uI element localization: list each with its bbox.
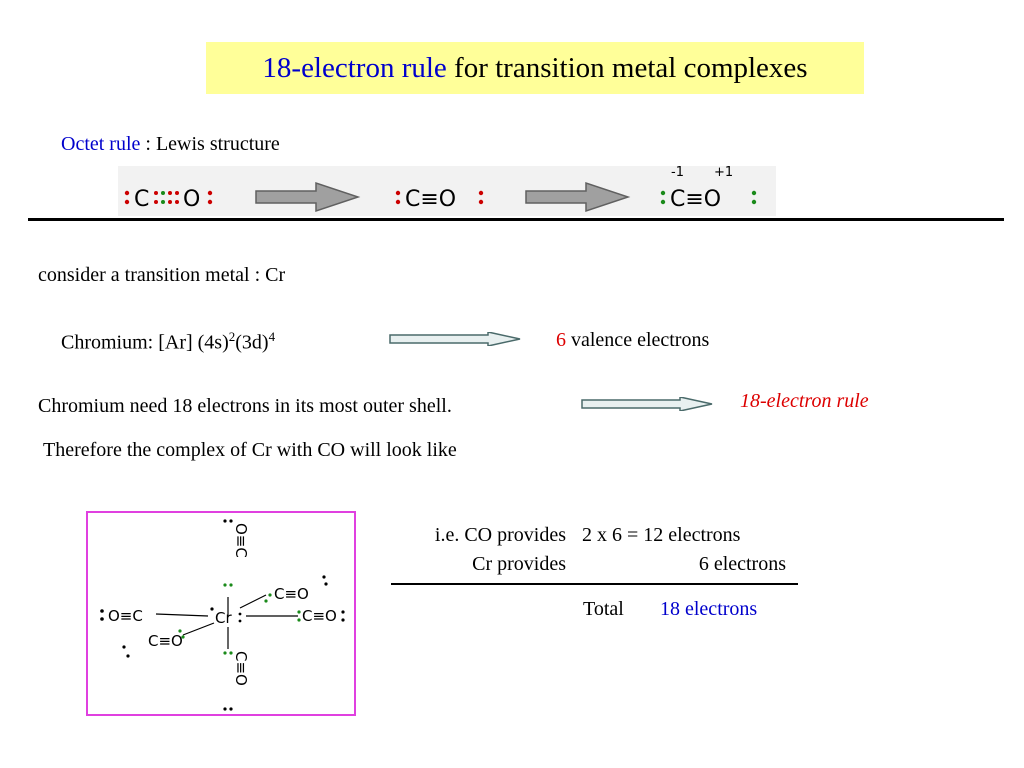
lewis-structure-strip: C O C≡O -1 +1 C≡O: [118, 165, 776, 216]
therefore-text: Therefore the complex of Cr with CO will…: [43, 439, 457, 461]
consider-text: consider a transition metal : Cr: [38, 264, 286, 286]
svg-text:C≡O: C≡O: [232, 651, 250, 686]
config-prefix: Chromium: [Ar] (4s): [61, 331, 229, 354]
lewis-structure-1: C O: [124, 187, 213, 212]
total-label: Total: [583, 598, 624, 620]
rule-label: 18-electron rule: [740, 390, 869, 412]
cr-provides-value: 6 electrons: [698, 553, 786, 575]
valence-electrons: 6 valence electrons: [556, 329, 709, 352]
slide-title: 18-electron rule for transition metal co…: [206, 42, 864, 94]
lewis-structure-diagram: C O C≡O -1 +1 C≡O: [118, 165, 776, 216]
ligand-top: O≡C: [232, 523, 250, 558]
config-mid: (3d): [235, 331, 269, 354]
arrow-right-icon: [581, 397, 713, 411]
svg-text:O≡C: O≡C: [232, 523, 250, 558]
metal-center: Cr: [215, 609, 232, 627]
arrow-right-icon: [389, 332, 521, 346]
ligand-left: O≡C: [108, 607, 143, 625]
octet-rule-line: Octet rule : Lewis structure: [61, 133, 280, 156]
title-rest: for transition metal complexes: [446, 52, 808, 84]
title-highlight: 18-electron rule: [262, 52, 447, 84]
formal-charge-carbon: -1: [671, 166, 684, 180]
lewis-3-co: C≡O: [670, 187, 721, 212]
chromium-configuration: Chromium: [Ar] (4s)2(3d)4: [61, 329, 275, 355]
cr-provides-label: Cr provides: [472, 553, 566, 575]
lewis-structure-3: -1 +1 C≡O: [660, 165, 757, 212]
cr-co6-structure-box: O≡C C≡O O≡C Cr C≡O C≡O C≡O: [86, 511, 356, 716]
co-provides-label: i.e. CO provides: [434, 524, 566, 546]
octet-rule-label: Octet rule: [61, 133, 141, 155]
config-sup-3d: 4: [268, 329, 276, 344]
valence-number: 6: [556, 329, 566, 351]
config-sup-4s: 2: [228, 329, 236, 344]
ligand-right: C≡O: [302, 607, 337, 625]
lewis-arrow-2: [525, 181, 631, 213]
valence-text: valence electrons: [566, 329, 710, 351]
section-divider: [28, 218, 1004, 221]
sum-line: [391, 583, 798, 585]
lewis-structure-2: C≡O: [395, 187, 484, 212]
total-value: 18 electrons: [660, 598, 758, 620]
octet-rule-rest: : Lewis structure: [140, 133, 280, 155]
ligand-lower-left: C≡O: [148, 632, 183, 650]
cr-co6-diagram: O≡C C≡O O≡C Cr C≡O C≡O C≡O: [100, 519, 345, 711]
ligand-bottom: C≡O: [232, 651, 250, 686]
need-18-text: Chromium need 18 electrons in its most o…: [38, 395, 452, 417]
co-provides-value: 2 x 6 = 12 electrons: [582, 524, 741, 546]
lewis-2-co: C≡O: [405, 187, 456, 212]
lewis-1-oxygen: O: [183, 187, 200, 212]
formal-charge-oxygen: +1: [714, 166, 733, 180]
lewis-1-carbon: C: [134, 187, 149, 212]
lewis-arrow-1: [255, 181, 361, 213]
ligand-upper-right: C≡O: [274, 585, 309, 603]
